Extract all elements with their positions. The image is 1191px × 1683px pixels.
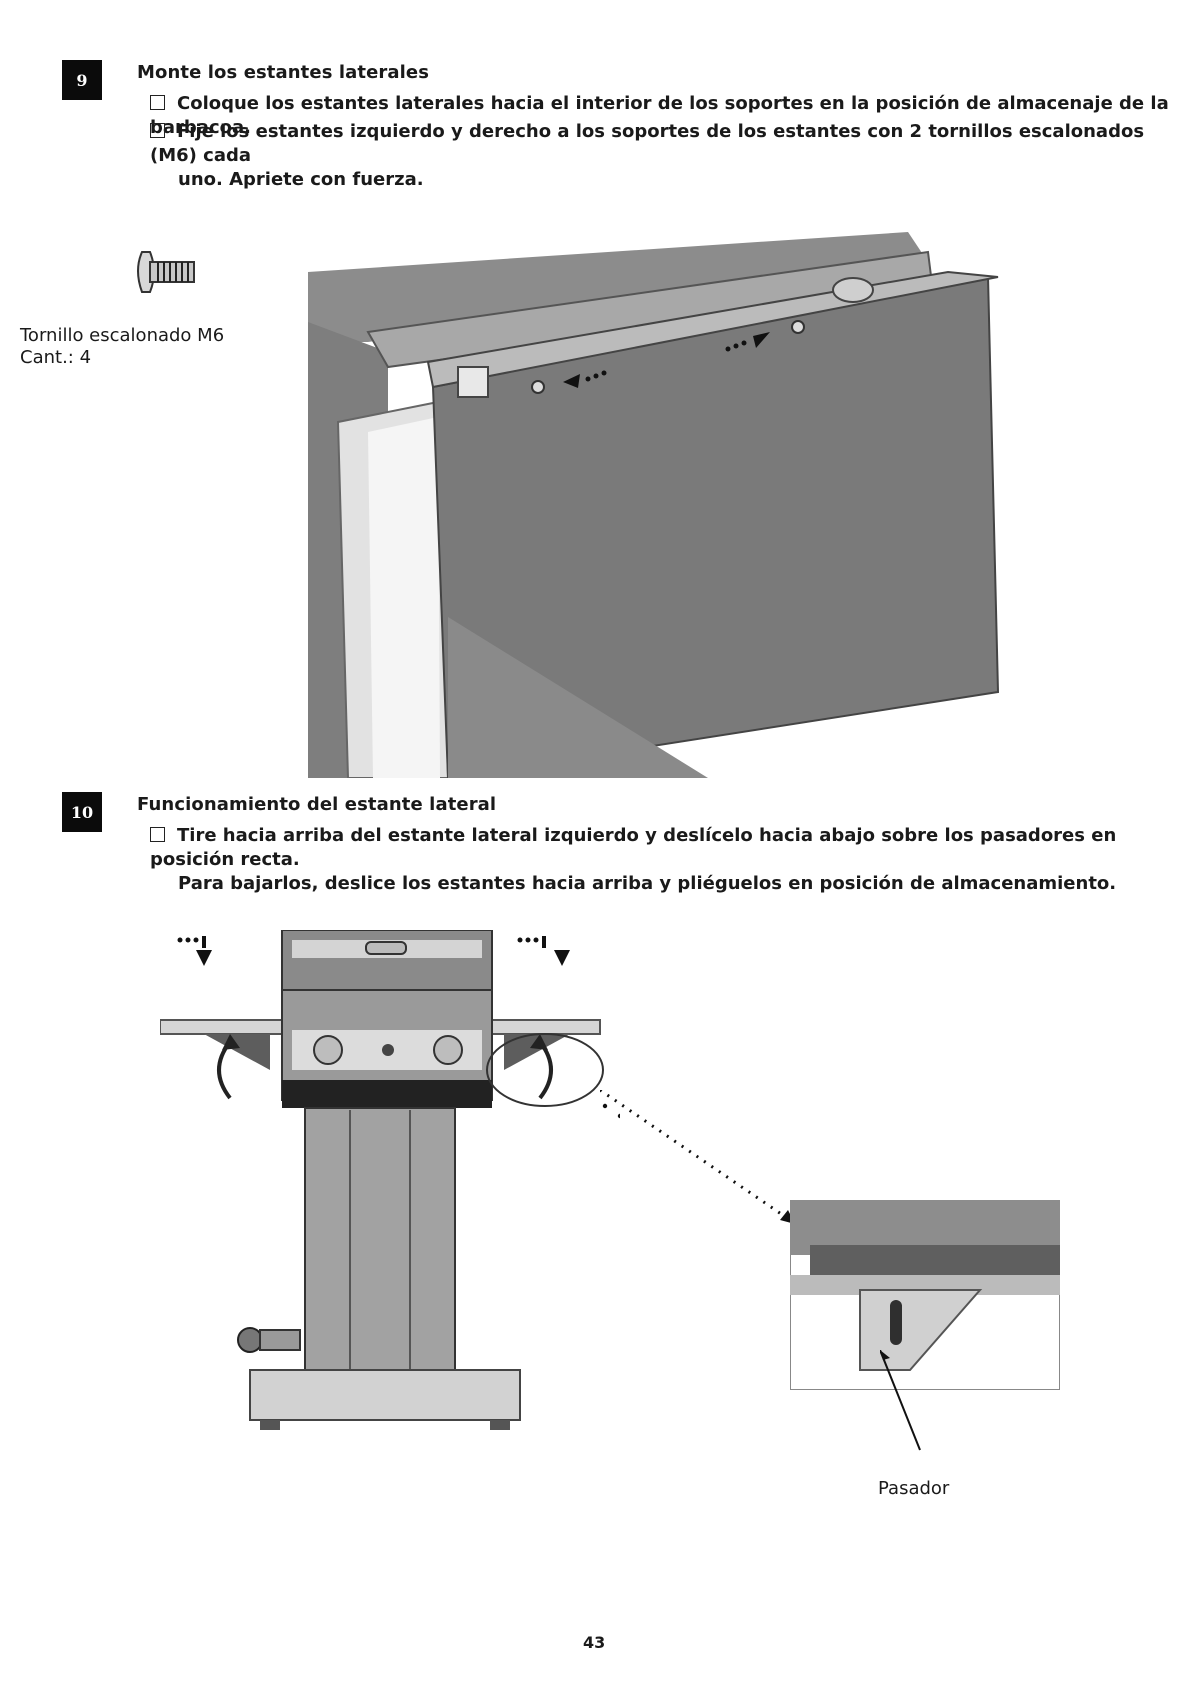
grill-illustration [160,930,620,1430]
pin-callout-illustration [790,1200,1060,1390]
step-9-title: Monte los estantes laterales [137,62,430,83]
part-quantity: Cant.: 4 [20,347,92,368]
step-screw-icon [137,251,195,293]
step-10-title: Funcionamiento del estante lateral [137,794,497,815]
checkbox-icon [150,95,165,110]
page-number: 43 [583,1633,606,1652]
checkbox-icon [150,827,165,842]
step-10-badge: 10 [62,792,102,832]
part-name: Tornillo escalonado M6 [20,325,225,346]
pin-pointer-line [880,1350,921,1451]
step-10-instruction-1: Tire hacia arriba del estante lateral iz… [150,825,1117,894]
checkbox-icon [150,123,165,138]
side-shelf-assembly-illustration [308,232,1006,778]
step-9-instruction-1: Coloque los estantes laterales hacia el … [150,93,1169,138]
callout-leader-line [600,1090,795,1224]
pin-label: Pasador [878,1478,950,1499]
step-9-badge: 9 [62,60,102,100]
step-9-instruction-2: Fije los estantes izquierdo y derecho a … [150,121,1145,190]
